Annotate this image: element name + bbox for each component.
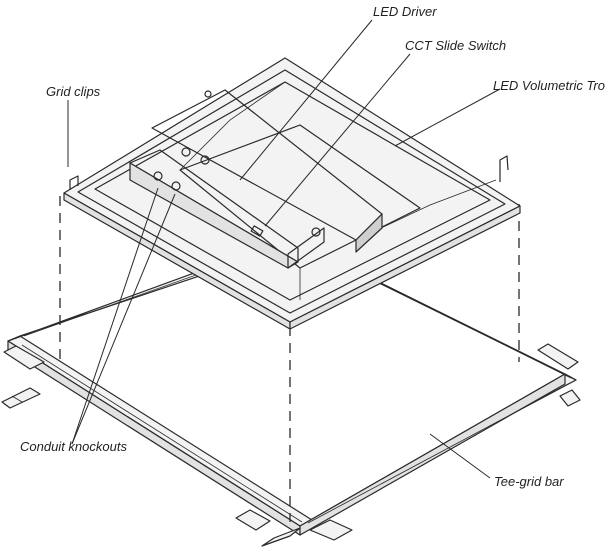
cct-slide-switch — [250, 225, 264, 237]
grid-bar-end-right — [537, 343, 581, 407]
led-troffer-fixture — [63, 57, 521, 330]
label-conduit-knockouts: Conduit knockouts — [20, 439, 127, 454]
grid-bar-end-front — [235, 509, 353, 547]
label-led-volumetric-troffer: LED Volumetric Troffer — [493, 78, 605, 93]
leader-tee-grid-bar — [429, 433, 491, 479]
grid-bar-end-left — [1, 345, 45, 409]
label-led-driver: LED Driver — [373, 4, 437, 19]
callout-labels: LED Driver CCT Slide Switch LED Volumetr… — [20, 4, 605, 489]
led-driver-box — [129, 89, 383, 269]
leader-led-driver — [239, 19, 373, 181]
grid-clip-right — [499, 155, 509, 182]
leader-conduit-knockouts-2 — [71, 193, 176, 445]
grid-clip-left — [69, 175, 79, 190]
label-tee-grid-bar: Tee-grid bar — [494, 474, 564, 489]
leader-conduit-knockouts-1 — [71, 187, 159, 445]
label-cct-slide-switch: CCT Slide Switch — [405, 38, 506, 53]
leader-cct-slide-switch — [264, 53, 411, 227]
leader-led-volumetric-troffer — [394, 88, 501, 147]
alignment-dashed-lines — [59, 196, 520, 522]
leader-lines — [67, 19, 501, 479]
label-grid-clips: Grid clips — [46, 84, 101, 99]
